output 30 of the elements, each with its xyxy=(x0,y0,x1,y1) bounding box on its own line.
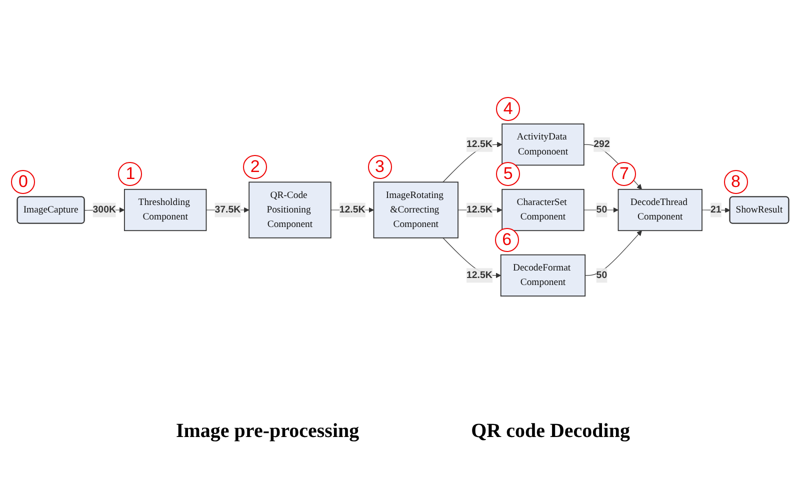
edge-label: 21 xyxy=(710,204,722,215)
edge-label: 12.5K xyxy=(466,204,492,215)
edge-label: 50 xyxy=(596,270,608,280)
number-badge: 6 xyxy=(494,228,519,252)
arrow xyxy=(584,144,642,190)
edge-label: 12.5K xyxy=(466,139,492,150)
number-badge: 3 xyxy=(368,155,392,180)
number-badge: 8 xyxy=(724,170,748,194)
edge-label: 12.5K xyxy=(339,204,366,215)
edge-label: 300K xyxy=(92,204,116,215)
number-badge: 1 xyxy=(118,162,142,186)
edge-label: 12.5K xyxy=(466,270,492,280)
node-box: Thresholding Component xyxy=(124,188,207,232)
number-badge: 0 xyxy=(11,170,36,194)
number-badge: 2 xyxy=(243,155,268,180)
node-box: DecodeThread Component xyxy=(618,188,702,232)
arrow xyxy=(584,230,642,276)
node-box: ActivityData Componoent xyxy=(502,124,584,166)
number-badge: 7 xyxy=(612,162,636,186)
node-box: ImageRotating &Correcting Component xyxy=(373,182,458,238)
number-badge: 5 xyxy=(496,162,520,186)
edge-label: 292 xyxy=(594,139,610,150)
edge-label: 50 xyxy=(596,204,608,215)
node-box: CharacterSet Component xyxy=(502,188,584,232)
edge-label: 37.5K xyxy=(214,204,241,215)
node-box: DecodeFormat Component xyxy=(500,254,586,296)
section-heading: QR code Decoding xyxy=(471,420,630,443)
node-box: QR-Code Positioning Component xyxy=(248,182,332,238)
section-heading: Image pre-processing xyxy=(176,420,360,443)
number-badge: 4 xyxy=(496,96,520,121)
